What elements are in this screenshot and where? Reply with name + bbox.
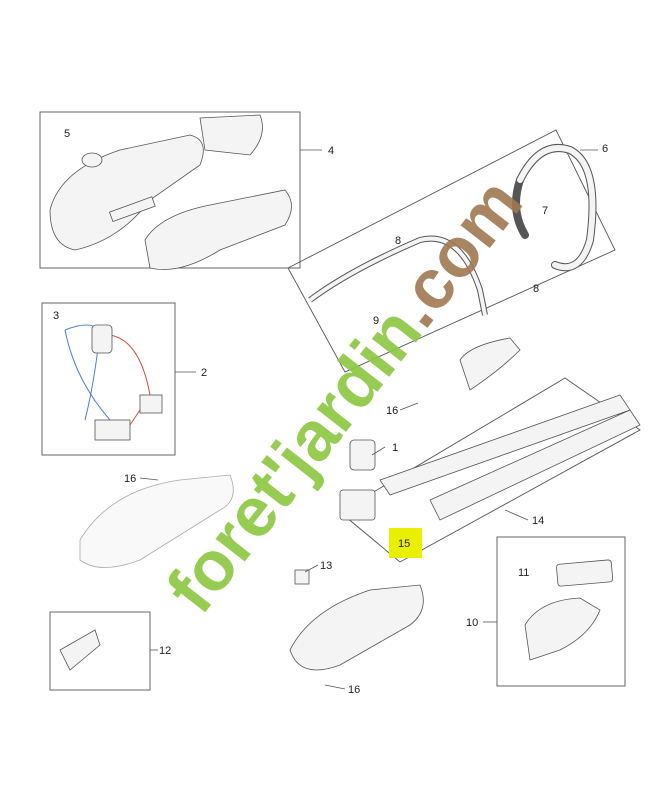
label-6[interactable]: 6 <box>602 143 608 155</box>
label-5[interactable]: 5 <box>64 128 70 140</box>
label-16[interactable]: 16 <box>386 405 398 417</box>
label-3[interactable]: 3 <box>53 310 59 322</box>
label-14[interactable]: 14 <box>532 515 544 527</box>
highlight-box-15[interactable] <box>389 528 422 558</box>
label-4[interactable]: 4 <box>328 145 334 157</box>
label-16[interactable]: 16 <box>124 473 136 485</box>
label-7[interactable]: 7 <box>542 205 548 217</box>
label-11[interactable]: 11 <box>518 567 529 579</box>
label-15[interactable]: 15 <box>398 538 410 550</box>
label-10[interactable]: 10 <box>466 617 478 629</box>
label-12[interactable]: 12 <box>159 645 171 657</box>
label-8[interactable]: 8 <box>395 235 401 247</box>
label-13[interactable]: 13 <box>320 560 332 572</box>
label-16[interactable]: 16 <box>348 684 360 696</box>
label-1[interactable]: 1 <box>392 442 398 454</box>
label-9[interactable]: 9 <box>373 315 379 327</box>
label-8[interactable]: 8 <box>533 283 539 295</box>
label-2[interactable]: 2 <box>201 367 207 379</box>
